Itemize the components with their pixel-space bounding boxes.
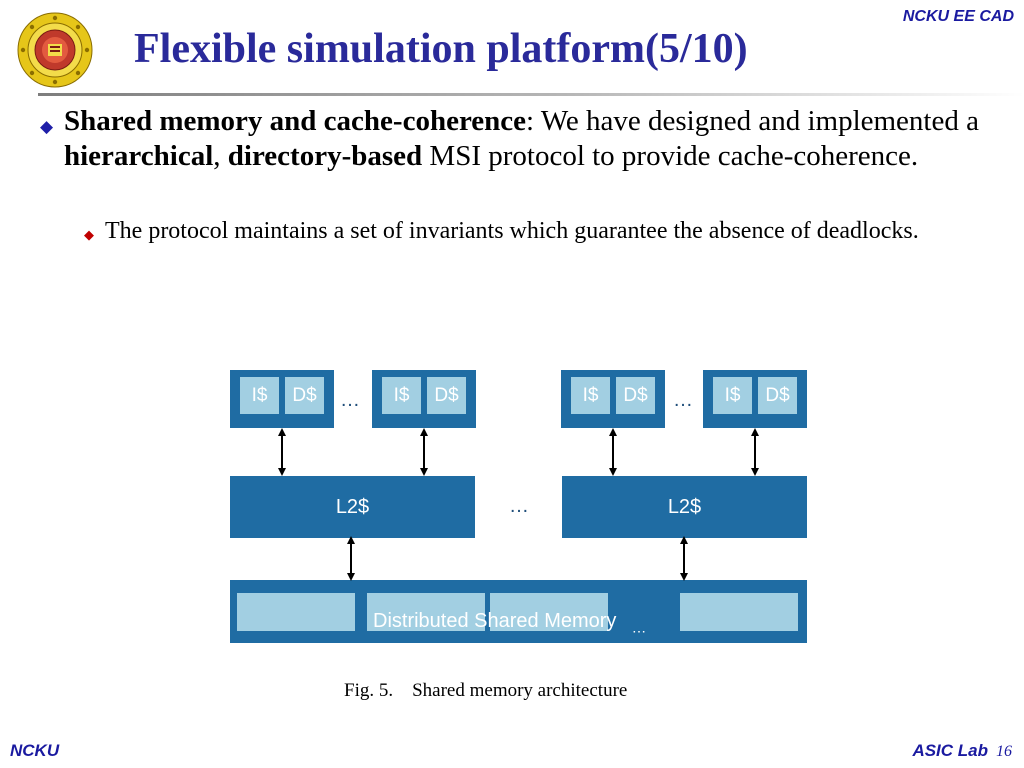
l2-cache-box: L2$: [230, 476, 475, 538]
bullet-text-c: ,: [213, 140, 228, 172]
core-ellipsis: …: [340, 389, 360, 411]
small-diamond-bullet-icon: ◆: [84, 227, 94, 242]
core-box: I$ D$: [230, 370, 334, 428]
memory-ellipsis: ⋯: [632, 623, 646, 639]
main-bullet: ◆ Shared memory and cache-coherence: We …: [40, 104, 980, 174]
icache-box: I$: [240, 377, 279, 414]
distributed-memory-box: Distributed Shared Memory ⋯: [230, 580, 807, 643]
figure-caption: Fig. 5. Shared memory architecture: [344, 680, 628, 701]
core-box: I$ D$: [703, 370, 807, 428]
dcache-box: D$: [758, 377, 797, 414]
bullet-lead: Shared memory and cache-coherence: [64, 105, 527, 137]
footer-lab: ASIC Lab 16: [912, 741, 1012, 761]
memory-label: Distributed Shared Memory: [373, 610, 617, 632]
lab-name: ASIC Lab: [912, 741, 988, 760]
l2-cache-box: L2$: [562, 476, 807, 538]
l2-ellipsis: …: [509, 495, 529, 517]
icache-box: I$: [571, 377, 610, 414]
memory-segment: [680, 593, 798, 631]
memory-segment: [237, 593, 355, 631]
sub-bullet-text: The protocol maintains a set of invarian…: [105, 218, 919, 244]
title-divider: [38, 93, 1024, 96]
core-box: I$ D$: [561, 370, 665, 428]
header-org: NCKU EE CAD: [902, 8, 1014, 25]
dcache-box: D$: [285, 377, 324, 414]
bidirectional-arrows: [278, 428, 759, 581]
memory-segment: [490, 593, 608, 631]
page-number: 16: [996, 743, 1012, 760]
core-box: I$ D$: [372, 370, 476, 428]
main-bullet-text: Shared memory and cache-coherence: We ha…: [64, 104, 980, 174]
sub-bullet: ◆ The protocol maintains a set of invari…: [84, 216, 964, 246]
footer-org: NCKU: [10, 741, 60, 760]
core-ellipsis: …: [673, 389, 693, 411]
shared-memory-diagram: I$ D$ … I$ D$ I$ D$ … I$ D$ L2$ … L2$ Di…: [230, 370, 807, 645]
bullet-text-a: : We have designed and implemented a: [526, 105, 979, 137]
university-seal-icon: [17, 12, 93, 88]
bullet-text-e: MSI protocol to provide cache-coherence.: [422, 140, 919, 172]
page-title: Flexible simulation platform(5/10): [134, 26, 748, 72]
icache-box: I$: [382, 377, 421, 414]
bullet-bold-hierarchical: hierarchical: [64, 140, 214, 172]
memory-segment: [367, 593, 485, 631]
bullet-bold-directory: directory-based: [227, 140, 423, 172]
dcache-box: D$: [427, 377, 466, 414]
dcache-box: D$: [616, 377, 655, 414]
icache-box: I$: [713, 377, 752, 414]
diamond-bullet-icon: ◆: [40, 117, 54, 136]
